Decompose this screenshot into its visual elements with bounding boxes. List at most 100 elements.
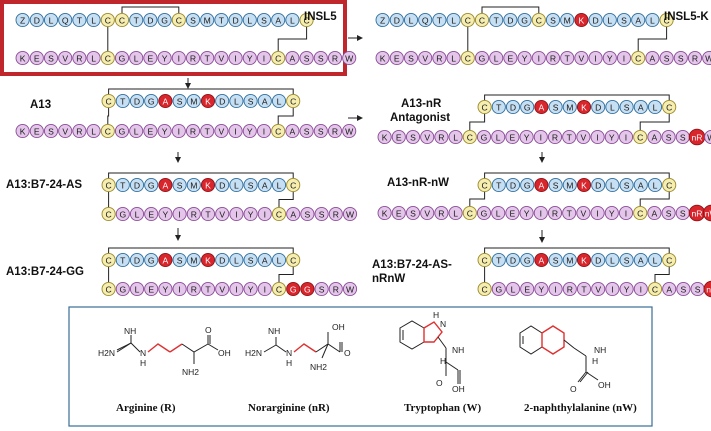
b-chain-residue-circle (647, 205, 662, 221)
b-chain-residue-label: Y (163, 210, 169, 220)
b-chain-residue-label: E (148, 54, 154, 64)
tryptophan-h2-label: H (440, 356, 446, 366)
b-chain-residue-circle (616, 50, 632, 66)
b-chain-residue-label: G (119, 210, 126, 220)
b-chain-residue-circle (72, 123, 87, 139)
b-chain-residue-circle (403, 50, 419, 66)
a-chain-residue-circle (286, 252, 301, 268)
b-chain-residue-circle (645, 50, 660, 66)
b-chain-residue-label: S (48, 54, 54, 64)
a-chain-residue-circle (271, 252, 287, 268)
b-chain-residue-circle (115, 206, 130, 222)
b-chain-residue-circle (576, 281, 592, 297)
intra-chain-bridge (108, 247, 294, 254)
b-chain-residue-circle (200, 281, 216, 297)
title-a13-b7-24-gg: A13:B7-24-GG (6, 266, 84, 278)
naphthylalanine-h-label: H (592, 356, 598, 366)
a-chain-residue-circle (633, 177, 648, 193)
tryptophan-structure (399, 320, 461, 384)
b-chain-residue-label: T (565, 54, 571, 64)
a-chain-residue-circle (548, 252, 563, 268)
b-chain-residue-label: I (540, 133, 542, 143)
b-chain-residue-circle (342, 123, 357, 139)
a-chain-residue-circle (659, 12, 674, 28)
b-chain-residue-label: Y (609, 209, 615, 219)
a-chain-residue-label: D (595, 256, 601, 266)
b-chain-residue-label: Y (522, 54, 528, 64)
b-chain-residue-circle (114, 50, 130, 66)
b-chain-residue-circle (590, 129, 605, 145)
b-chain-residue-label: I (640, 285, 642, 295)
b-chain-residue-label: I (178, 210, 180, 220)
b-chain-residue-label: I (625, 209, 627, 219)
b-chain-residue-label: C (481, 285, 487, 295)
b-chain-residue-circle (214, 123, 229, 139)
b-chain-residue-label: L (134, 127, 139, 137)
b-chain-residue-circle (15, 123, 30, 139)
b-chain-residue-circle (687, 50, 703, 66)
a-chain-residue-label: C (481, 256, 487, 266)
b-chain-residue-label: V (219, 54, 225, 64)
b-chain-residue-label: S (680, 133, 686, 143)
a-chain-residue-label: D (134, 97, 140, 107)
b-chain-residue-label: S (410, 133, 416, 143)
a-chain-residue-label: L (49, 16, 54, 26)
b-chain-residue-label: T (567, 133, 573, 143)
a-chain-residue-label: M (190, 181, 197, 191)
b-chain-residue-circle (228, 50, 243, 66)
b-chain-residue-label: I (596, 133, 598, 143)
a-chain-residue-circle (375, 12, 390, 28)
b-chain-residue-label: I (178, 285, 180, 295)
b-chain-residue-label: C (105, 285, 111, 295)
b-chain-residue-label: Y (524, 133, 530, 143)
b-chain-residue-circle (29, 50, 44, 66)
a-chain-residue-circle (243, 93, 258, 109)
b-chain-residue-label: V (579, 54, 585, 64)
b-chain-residue-circle (590, 205, 605, 221)
a-chain-residue-label: K (205, 97, 211, 107)
a-chain-residue-circle (158, 177, 173, 193)
b-chain-residue-circle (405, 129, 421, 145)
b-chain-residue-circle (533, 205, 548, 221)
b-chain-residue-label: R (76, 54, 82, 64)
b-chain-residue-circle (58, 50, 73, 66)
a-chain-residue-label: L (650, 16, 655, 26)
a-chain-residue-label: T (494, 16, 500, 26)
b-chain-residue-circle (448, 205, 463, 221)
a-chain-residue-circle (185, 12, 201, 28)
b-chain-residue-label: G (119, 54, 126, 64)
norarginine-structure (263, 332, 343, 359)
b-chain-residue-circle (377, 129, 392, 145)
b-chain-residue-circle (243, 281, 258, 297)
a-chain-residue-label: L (234, 97, 239, 107)
b-chain-residue-circle (313, 123, 328, 139)
a-chain-residue-label: D (510, 181, 516, 191)
b-chain-residue-label: S (318, 54, 324, 64)
a-chain-residue-circle (15, 12, 30, 28)
b-chain-residue-circle (228, 123, 243, 139)
b-chain-residue-circle (618, 129, 634, 145)
a-chain-residue-label: C (481, 103, 487, 113)
b-chain-residue-label: G (481, 133, 488, 143)
b-chain-residue-circle (242, 123, 257, 139)
title-insl5-k: INSL5-K (664, 11, 709, 23)
b-chain-residue-label: R (567, 285, 573, 295)
b-chain-residue-label: K (382, 133, 388, 143)
a-chain-residue-circle (517, 12, 532, 28)
b-chain-residue-circle (676, 281, 691, 297)
a-chain-residue-circle (243, 252, 258, 268)
a-chain-residue-circle (172, 252, 187, 268)
b-chain-residue-circle (328, 281, 343, 297)
b-chain-residue-label: W (346, 210, 355, 220)
b-chain-residue-circle (547, 205, 563, 221)
b-chain-residue-label: R (552, 133, 558, 143)
b-chain-residue-label: G (119, 285, 126, 295)
a-chain-residue-label: M (566, 103, 573, 113)
a-chain-residue-circle (389, 12, 404, 28)
b-chain-residue-label: I (611, 285, 613, 295)
b-chain-residue-circle (215, 206, 230, 222)
b-chain-residue-circle (420, 129, 435, 145)
b-chain-residue-circle (115, 281, 130, 297)
b-chain-residue-circle (560, 50, 575, 66)
b-chain-residue-circle (15, 50, 30, 66)
